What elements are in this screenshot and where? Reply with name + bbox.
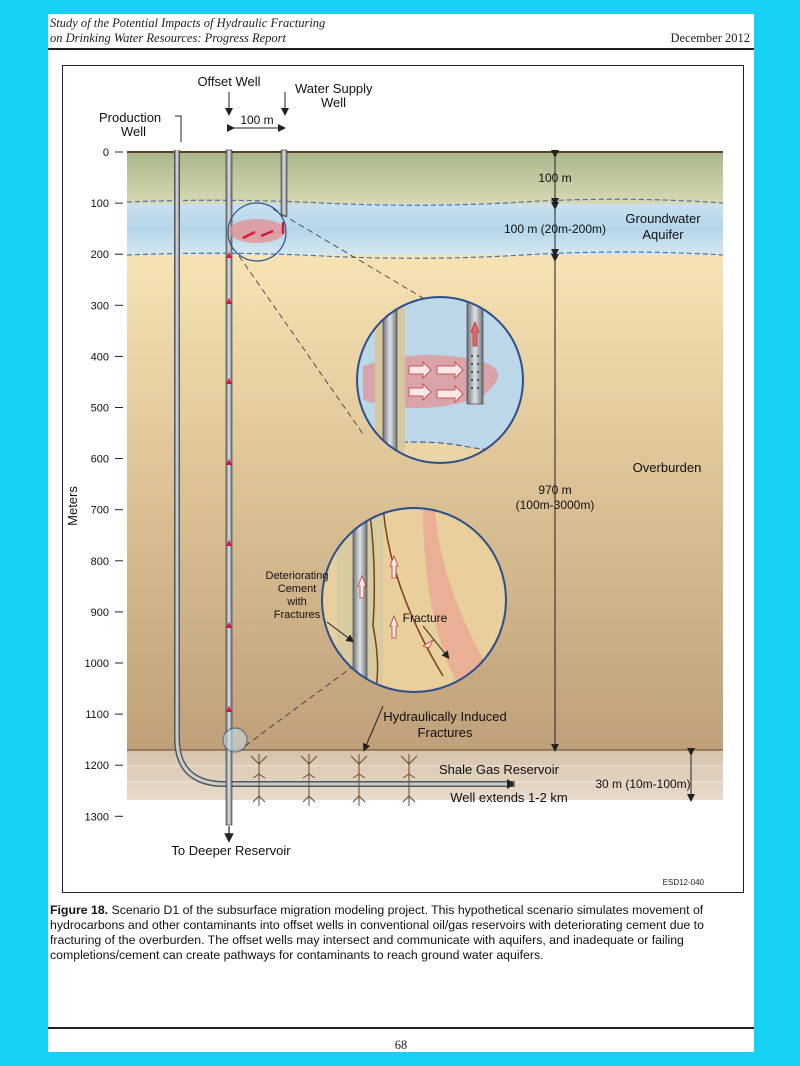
zoom-circle-reservoir (222, 727, 248, 753)
aquifer-top-boundary (126, 198, 724, 206)
depth-tick-label: 500 (91, 403, 109, 415)
zoom-connectors (238, 208, 424, 747)
depth-tick-label: 700 (91, 505, 109, 517)
cement-label-3: with (286, 596, 307, 608)
contaminant-arrows (226, 252, 232, 712)
figure-code: ESD12-040 (663, 878, 705, 887)
depth-tick-label: 200 (91, 249, 109, 261)
water-supply-label-2: Well (321, 95, 346, 110)
depth-ticks: 0 100 200 300 400 500 600 700 800 900 1000 1100 1200… (85, 147, 123, 823)
depth-tick-label: 300 (91, 300, 109, 312)
water-supply-label-1: Water Supply (295, 81, 373, 96)
cement-label-1: Deteriorating (266, 570, 329, 582)
dimension-lines (175, 92, 695, 802)
well-extends-label: Well extends 1-2 km (450, 790, 568, 805)
depth-tick-label: 0 (103, 147, 109, 159)
fracture-label: Fracture (403, 611, 448, 625)
shale-reservoir-layer (127, 750, 723, 800)
report-page: Study of the Potential Impacts of Hydrau… (48, 14, 754, 1052)
figure-caption: Figure 18. Scenario D1 of the subsurface… (50, 903, 750, 963)
cement-label-4: Fractures (274, 609, 321, 621)
running-header-date: December 2012 (670, 31, 750, 45)
induced-fractures-label-1: Hydraulically Induced (383, 709, 507, 724)
detail-aquifer-migration (357, 297, 523, 463)
depth-tick-label: 1300 (85, 811, 109, 823)
dim-top-label: 100 m (538, 171, 571, 185)
detail-cement-fracture (322, 508, 506, 692)
depth-tick-label: 1000 (85, 658, 109, 670)
depth-tick-label: 100 (91, 198, 109, 210)
depth-tick-label: 1200 (85, 760, 109, 772)
dim-overburden-label-2: (100m-3000m) (516, 498, 595, 512)
footer-rule (48, 1027, 754, 1029)
y-axis-label: Meters (65, 486, 80, 526)
production-well-label-2: Well (121, 124, 146, 139)
depth-tick-label: 900 (91, 607, 109, 619)
offset-well-label: Offset Well (197, 74, 260, 89)
depth-tick-label: 800 (91, 556, 109, 568)
fracture-sketches (250, 754, 418, 806)
induced-fractures-label-2: Fractures (418, 725, 473, 740)
caption-label: Figure 18. (50, 903, 109, 917)
header-rule (48, 48, 754, 50)
dim-overburden-label-1: 970 m (538, 483, 571, 497)
aquifer-label-1: Groundwater (625, 211, 701, 226)
aquifer-bottom-boundary (126, 251, 724, 259)
deeper-reservoir-label: To Deeper Reservoir (171, 843, 291, 858)
depth-tick-label: 600 (91, 454, 109, 466)
figure-18: Meters 0 100 200 300 400 500 600 700 800 900 1000 1… (62, 65, 744, 893)
reservoir-label: Shale Gas Reservoir (439, 762, 560, 777)
caption-text: Scenario D1 of the subsurface migration … (50, 903, 704, 962)
dim-aquifer-label: 100 m (20m-200m) (504, 222, 606, 236)
well-spacing-label: 100 m (240, 113, 273, 127)
depth-tick-label: 1100 (85, 709, 109, 721)
production-well-label-1: Production (99, 110, 161, 125)
water-supply-well (280, 149, 288, 217)
running-header-title: Study of the Potential Impacts of Hydrau… (50, 16, 326, 45)
page-number: 68 (394, 1038, 408, 1052)
surface-soil-layer (127, 152, 723, 204)
zoom-circle-aquifer (227, 202, 287, 262)
dim-reservoir-label: 30 m (10m-100m) (595, 777, 690, 791)
depth-tick-label: 400 (91, 351, 109, 363)
cement-label-2: Cement (278, 583, 317, 595)
offset-well (225, 149, 233, 826)
overburden-label: Overburden (633, 460, 702, 475)
aquifer-label-2: Aquifer (642, 227, 684, 242)
